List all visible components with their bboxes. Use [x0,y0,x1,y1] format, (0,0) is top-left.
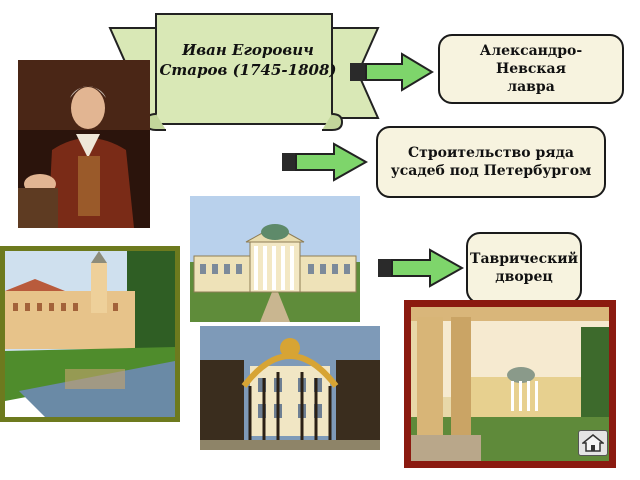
photo-lavra-river [0,246,180,422]
home-icon [582,434,604,452]
box-estates-line1: Строительство ряда [408,145,574,161]
box-lavra-line1: Александро-Невская [479,43,583,77]
right-arrow-icon [282,142,368,182]
box-lavra-line2: лавра [507,79,555,95]
box-estates-construction[interactable]: Строительство ряда усадеб под Петербурго… [376,126,606,198]
box-palace-line2: дворец [495,269,553,285]
banner-title: Иван Егорович Старов (1745-1808) [138,40,358,80]
box-alexander-nevsky-lavra[interactable]: Александро-Невская лавра [438,34,624,104]
banner-title-name: Иван Егорович [182,41,314,59]
home-button[interactable] [578,430,608,456]
right-arrow-icon [378,248,464,288]
photo-palace-gates [200,326,380,450]
box-palace-line1: Таврический [470,251,578,267]
box-estates-line2: усадеб под Петербургом [390,163,592,179]
banner-title-years: Старов (1745-1808) [159,61,337,79]
box-tauride-palace[interactable]: Таврический дворец [466,232,582,304]
photo-tauride-colonnade [404,300,616,468]
portrait-starov [18,60,150,228]
right-arrow-icon [350,52,434,92]
photo-tauride-palace [190,196,360,322]
